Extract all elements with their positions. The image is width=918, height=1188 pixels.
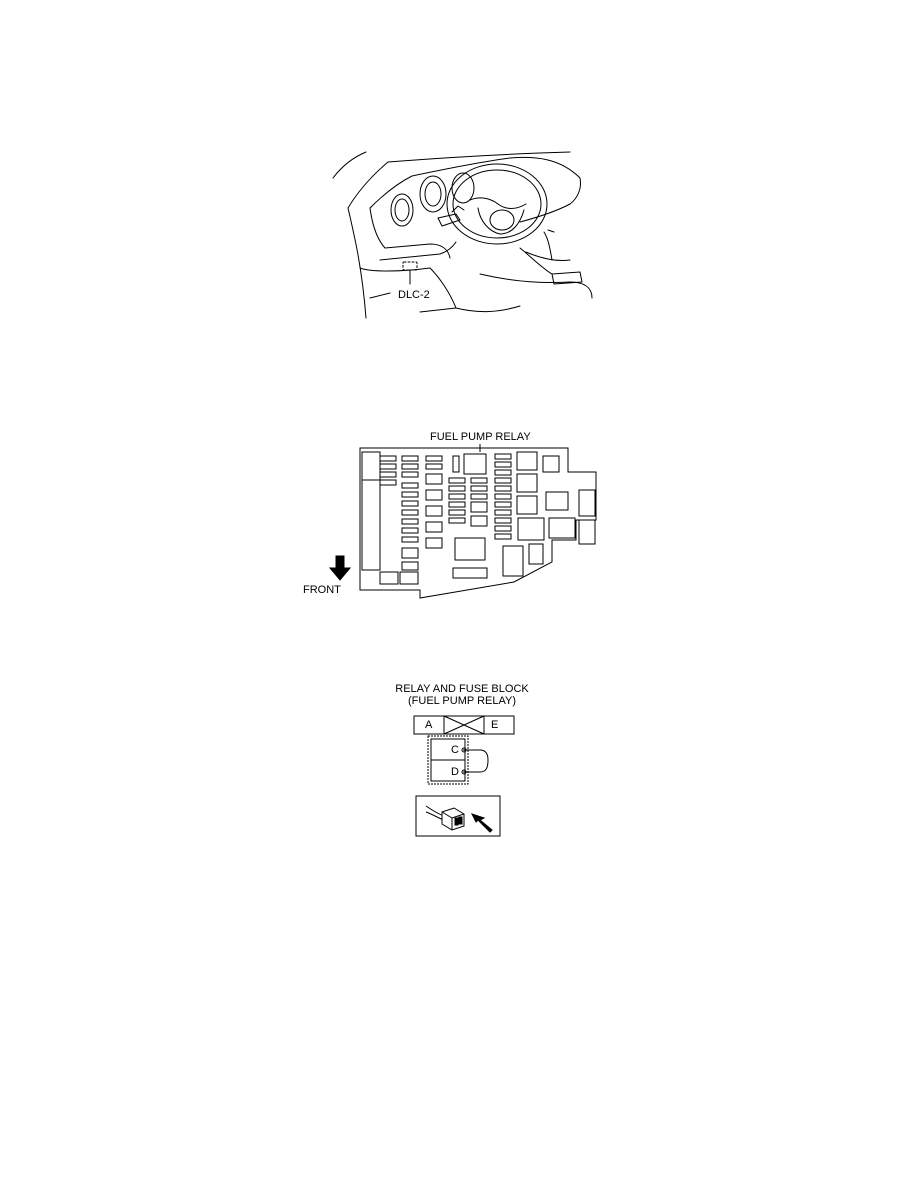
terminal-a-label: A <box>425 719 433 731</box>
fuel-pump-relay-box <box>463 453 487 475</box>
insert-arrow-icon <box>471 813 493 833</box>
terminal-e-label: E <box>491 719 499 731</box>
fuse-block-figure: FUEL PUMP RELAY <box>300 428 610 604</box>
relay-fuse-block-title: RELAY AND FUSE BLOCK <box>395 683 529 695</box>
relay-terminal-diagram <box>413 715 515 837</box>
connector-plug-icon <box>425 805 465 831</box>
terminal-d-label: D <box>451 766 459 778</box>
dlc-2-label: DLC-2 <box>398 289 430 301</box>
front-label: FRONT <box>303 584 341 596</box>
fuel-pump-relay-subtitle: (FUEL PUMP RELAY) <box>408 695 516 707</box>
relay-terminal-figure: RELAY AND FUSE BLOCK (FUEL PUMP RELAY) <box>388 682 538 840</box>
dashboard-illustration <box>332 151 593 319</box>
front-arrow-icon <box>328 555 352 581</box>
fuel-pump-relay-label: FUEL PUMP RELAY <box>430 431 531 443</box>
terminal-c-label: C <box>451 744 459 756</box>
fuse-block-outline <box>328 444 597 599</box>
dashboard-figure: DLC-2 <box>330 148 593 320</box>
